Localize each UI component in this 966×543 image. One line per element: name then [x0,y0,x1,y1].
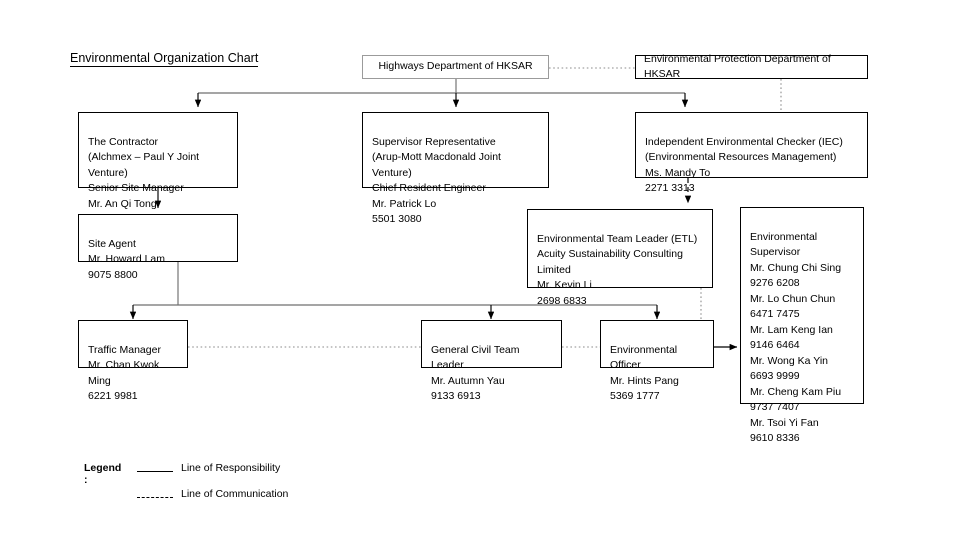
node-independent-environmental-checker[interactable]: Independent Environmental Checker (IEC) … [635,112,868,194]
solid-line-swatch-icon [137,464,173,473]
node-supervisor-representative[interactable]: Supervisor Representative (Arup-Mott Mac… [362,112,549,225]
node-traffic-manager[interactable]: Traffic Manager Mr. Chan Kwok Ming 6221 … [78,320,188,402]
page-title: Environmental Organization Chart [70,51,259,67]
node-environmental-team-leader-label: Environmental Team Leader (ETL) Acuity S… [537,232,698,307]
node-environmental-officer-label: Environmental Officer Mr. Hints Pang 536… [610,343,679,403]
node-traffic-manager-label: Traffic Manager Mr. Chan Kwok Ming 6221 … [88,343,161,403]
legend-label-communication: Line of Communication [181,488,289,501]
node-site-agent-label: Site Agent Mr. Howard Lam 9075 8800 [88,237,166,281]
legend-row-communication: Line of Communication [137,488,288,500]
node-site-agent[interactable]: Site Agent Mr. Howard Lam 9075 8800 [78,214,238,281]
legend-label-responsibility: Line of Responsibility [181,462,281,475]
node-supervisor-representative-label: Supervisor Representative (Arup-Mott Mac… [372,135,501,226]
dashed-line-swatch-icon [137,490,173,499]
legend-row-responsibility: Line of Responsibility [137,462,280,474]
node-general-civil-team-leader-label: General Civil Team Leader Mr. Autumn Yau… [431,343,520,403]
node-independent-environmental-checker-label: Independent Environmental Checker (IEC) … [645,135,843,195]
legend-title: Legend : [84,462,122,486]
node-environmental-team-leader[interactable]: Environmental Team Leader (ETL) Acuity S… [527,209,713,307]
node-the-contractor[interactable]: The Contractor (Alchmex – Paul Y Joint V… [78,112,238,225]
node-environmental-protection-department-label: Environmental Protection Department of H… [644,52,831,81]
node-highways-department[interactable]: Highways Department of HKSAR [362,55,549,79]
node-environmental-officer[interactable]: Environmental Officer Mr. Hints Pang 536… [600,320,714,402]
node-general-civil-team-leader[interactable]: General Civil Team Leader Mr. Autumn Yau… [421,320,562,402]
node-environmental-supervisor[interactable]: Environmental Supervisor Mr. Chung Chi S… [740,207,864,444]
node-environmental-supervisor-label: Environmental Supervisor Mr. Chung Chi S… [750,230,842,445]
node-environmental-protection-department[interactable]: Environmental Protection Department of H… [635,53,868,80]
node-highways-department-label: Highways Department of HKSAR [378,60,533,73]
